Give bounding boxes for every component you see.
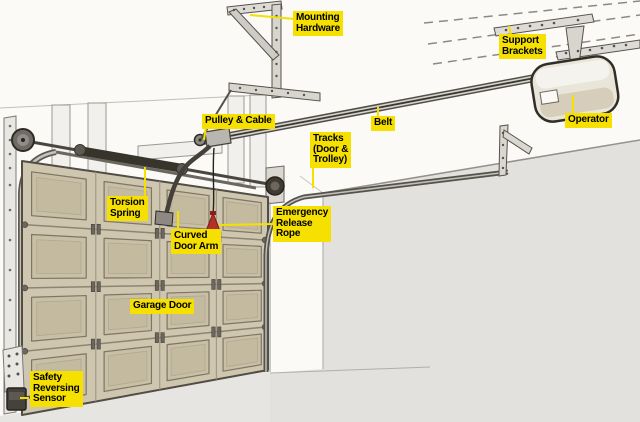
emergency-release-leader-line <box>218 223 274 226</box>
label-belt: Belt <box>371 116 396 131</box>
label-leader-lines <box>20 14 574 399</box>
label-torsion-spring: Torsion Spring <box>107 196 148 221</box>
left-jamb-plate <box>3 115 17 415</box>
operator-light-lens <box>539 89 560 105</box>
label-garage-door: Garage Door <box>130 299 195 314</box>
label-emergency-release-rope: Emergency Release Rope <box>273 206 332 242</box>
torsion-spring-assembly <box>11 128 285 205</box>
label-curved-door-arm: Curved Door Arm <box>171 229 222 254</box>
support-brackets-leader-line <box>508 25 512 36</box>
curved-door-arm-shape <box>154 144 212 227</box>
mounting-hardware-leader-line <box>249 14 296 20</box>
left-horizontal-track <box>55 150 257 190</box>
floor <box>0 371 270 422</box>
pulley-cable-leader-line <box>203 126 207 141</box>
label-safety-reversing-sensor: Safety Reversing Sensor <box>30 371 83 407</box>
label-pulley-cable: Pulley & Cable <box>202 114 275 129</box>
right-wall <box>269 139 640 422</box>
label-operator: Operator <box>565 113 612 128</box>
label-support-brackets: Support Brackets <box>499 34 546 59</box>
operator-unit <box>530 55 620 123</box>
trolley <box>204 127 232 148</box>
opener-rail-and-belt <box>193 72 546 148</box>
belt-stripe <box>197 75 546 143</box>
label-tracks-door-trolley: Tracks (Door & Trolley) <box>310 132 352 168</box>
mounting-hardware-bracket <box>200 0 321 140</box>
label-mounting-hardware: Mounting Hardware <box>293 11 343 36</box>
